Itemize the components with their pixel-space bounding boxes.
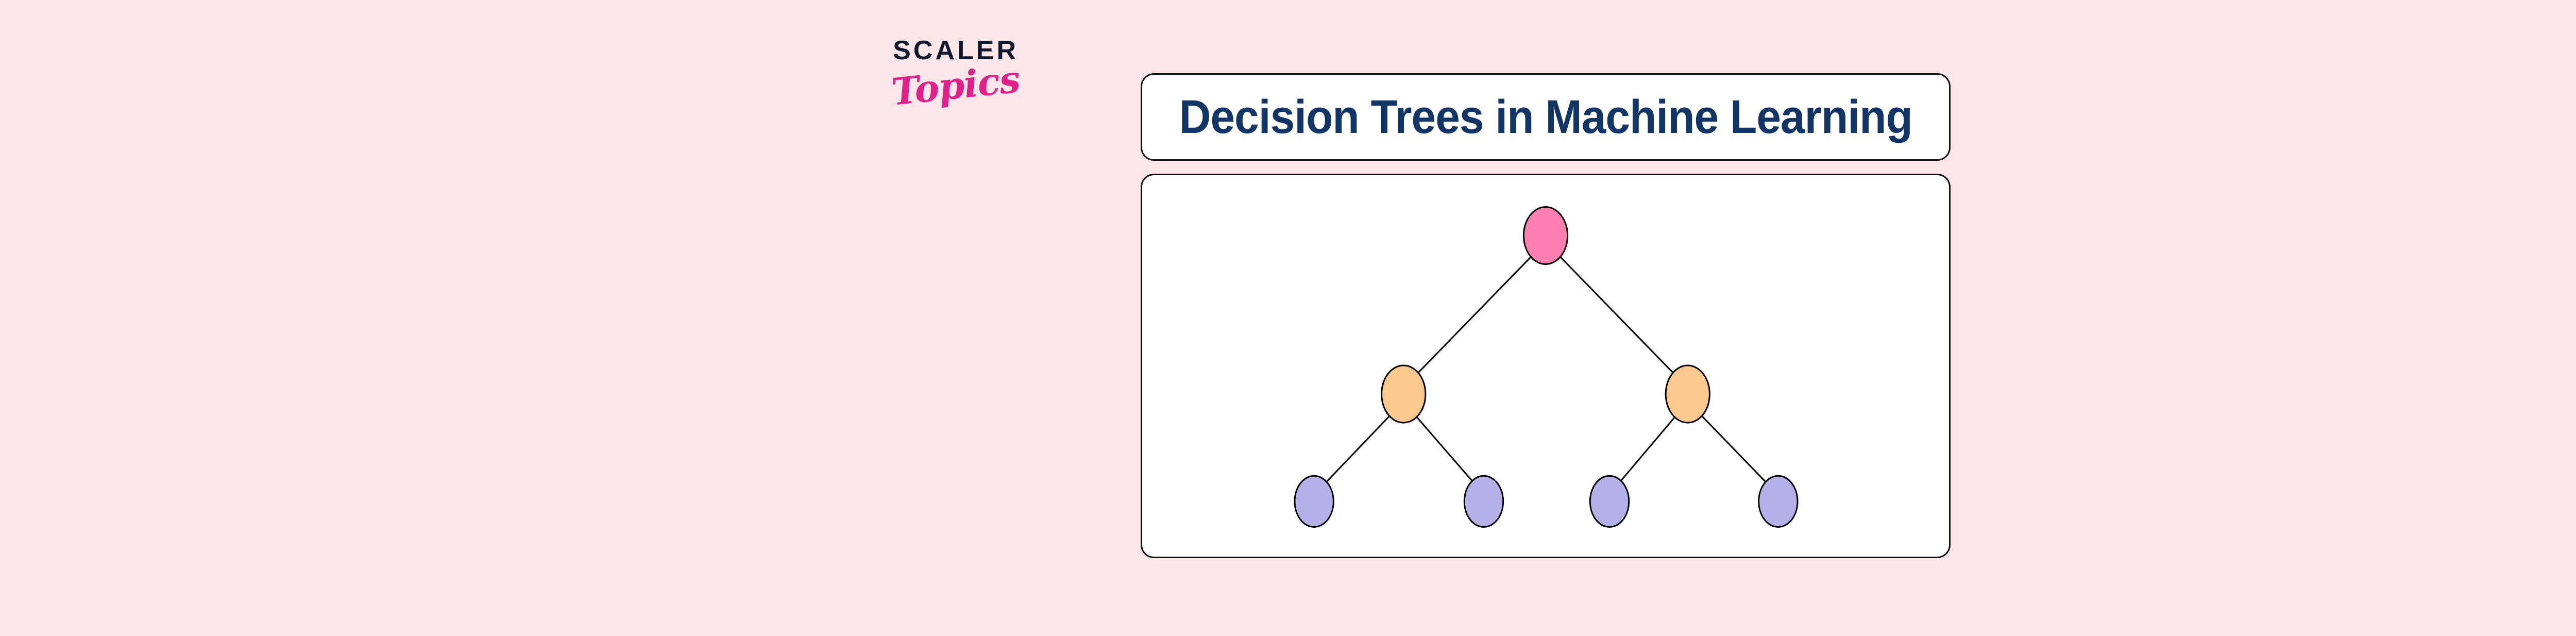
tree-edge-n-l-to-l-2: [1416, 416, 1473, 482]
decision-tree-diagram: [1294, 206, 1799, 528]
tree-edge-n-r-to-l-3: [1620, 416, 1675, 481]
internal-node-left[interactable]: [1381, 364, 1427, 424]
leaf-node-3[interactable]: [1589, 475, 1630, 528]
leaf-node-2[interactable]: [1463, 475, 1504, 528]
tree-node-group: [1294, 206, 1799, 528]
leaf-node-1[interactable]: [1294, 475, 1334, 528]
diagram-card: [1141, 174, 1951, 558]
tree-edge-n-r-to-l-4: [1701, 415, 1767, 482]
tree-edge-n-l-to-l-1: [1326, 415, 1391, 482]
tree-edge-root-to-n-l: [1417, 256, 1532, 374]
page-title: Decision Trees in Machine Learning: [1179, 90, 1912, 143]
tree-edge-group: [1326, 256, 1767, 482]
logo-subbrand-text: Topics: [889, 57, 1022, 114]
internal-node-right[interactable]: [1665, 364, 1710, 424]
leaf-node-4[interactable]: [1758, 475, 1799, 528]
tree-edge-root-to-n-r: [1560, 256, 1674, 374]
root-node[interactable]: [1522, 206, 1569, 265]
logo-brand-text: SCALER: [893, 36, 1019, 65]
scaler-topics-logo[interactable]: SCALER Topics: [884, 36, 1028, 114]
title-card: Decision Trees in Machine Learning: [1141, 73, 1951, 161]
